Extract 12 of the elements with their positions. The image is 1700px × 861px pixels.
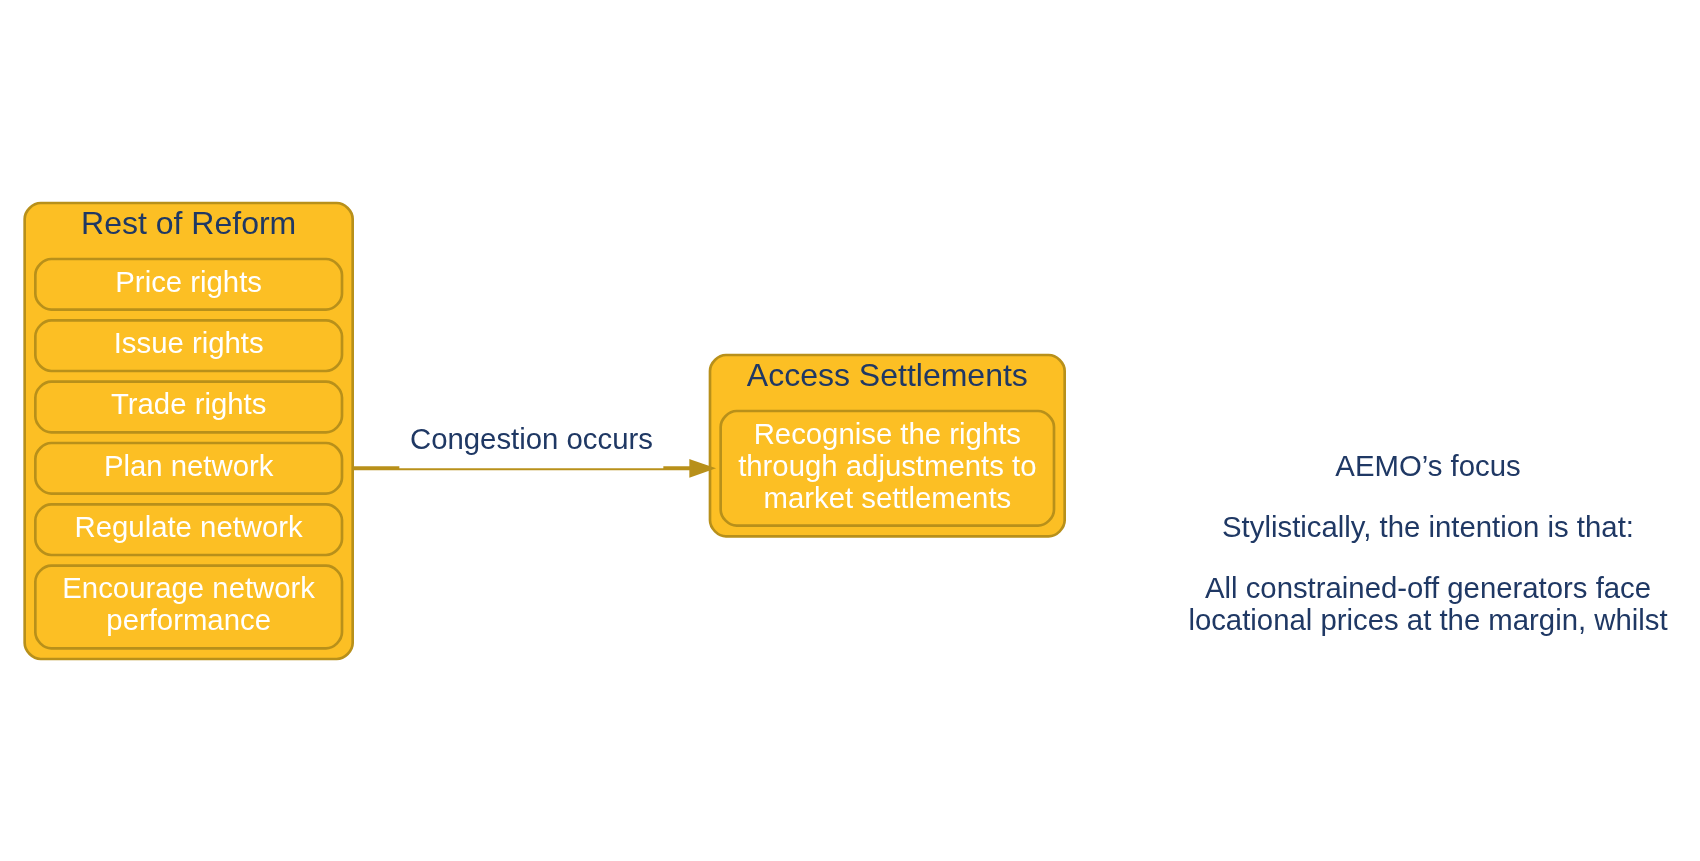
node-box: Trade rights bbox=[34, 379, 344, 434]
edge-label: Congestion occurs bbox=[410, 421, 653, 455]
node-box: Regulate network bbox=[34, 502, 344, 556]
label: AEMO’s focus bbox=[1335, 448, 1521, 482]
node-box: Recognise the rights through adjustments to market settlements bbox=[719, 409, 1056, 527]
node-box: Issue rights bbox=[34, 318, 344, 372]
label: Stylistically, the intention is that: bbox=[1222, 509, 1634, 543]
node-box: Encourage network performance bbox=[34, 563, 344, 650]
label: All constrained-off generators face locational prices at the margin, whilst bbox=[1188, 570, 1668, 636]
node-box: Price rights bbox=[34, 257, 344, 311]
arrow bbox=[352, 458, 717, 478]
node-box: Plan network bbox=[34, 441, 344, 495]
